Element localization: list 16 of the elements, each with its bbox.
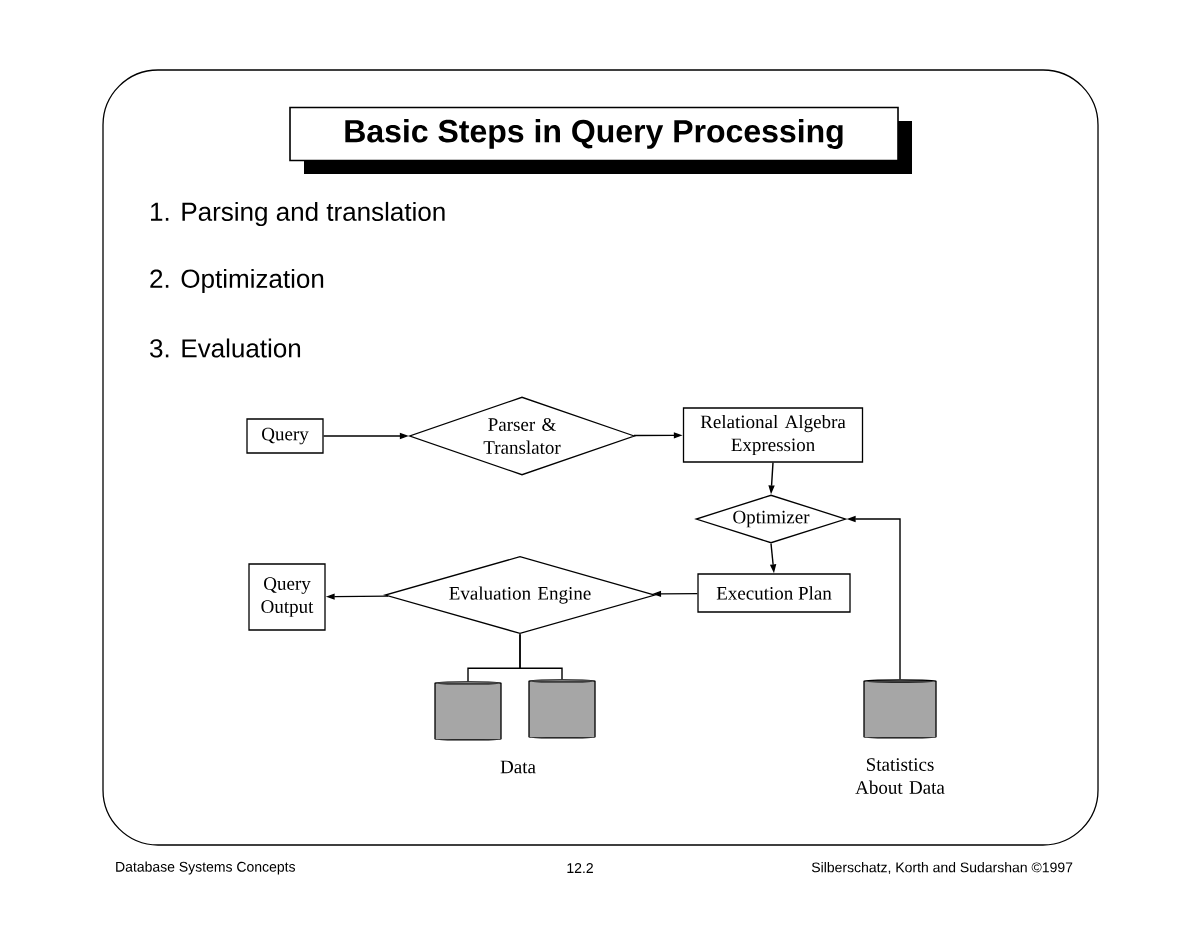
list-item: 1. Parsing and translation — [151, 201, 445, 227]
page-number: 12.2 — [567, 863, 593, 873]
database-cylinder — [528, 679, 596, 739]
process-box: Relational Algebra Expression — [682, 407, 864, 463]
footer-text: Silberschatz, Korth and Sudarshan ©1997 — [811, 862, 1073, 874]
node-caption: Statistics About Data — [855, 758, 945, 794]
database-cylinder — [863, 679, 937, 739]
title-box: Basic Steps in Query Processing — [289, 106, 912, 174]
process-box: Execution Plan — [697, 573, 851, 613]
process-box: Query Output — [248, 563, 326, 631]
process-box: Query — [246, 418, 324, 454]
list-item: 3. Evaluation — [150, 338, 301, 358]
footer-text: Database Systems Concepts — [116, 861, 296, 875]
database-cylinder — [434, 681, 502, 741]
data-label: Data — [500, 760, 536, 774]
list-item: 2. Optimization — [150, 268, 324, 294]
